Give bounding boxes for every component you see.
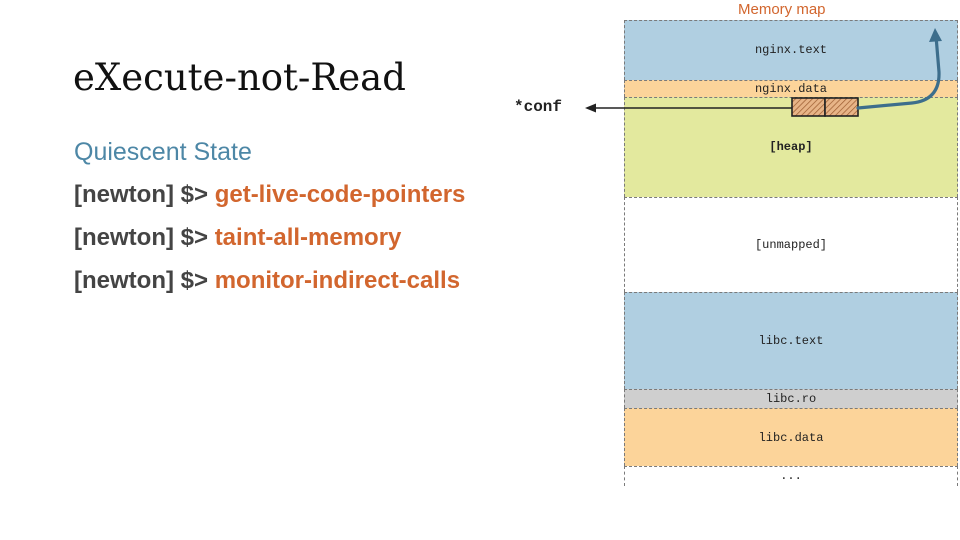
state-title: Quiescent State: [74, 138, 252, 166]
pointer-cells: [791, 97, 859, 117]
pointer-cell: [824, 97, 859, 117]
memory-segment-libc-ro: libc.ro: [624, 389, 958, 408]
command-text: get-live-code-pointers: [214, 181, 466, 208]
left-arrow-icon: [585, 103, 792, 113]
segment-label: libc.ro: [765, 392, 817, 406]
conf-pointer-label: *conf: [514, 98, 563, 116]
memory-segment-heap: [heap]: [624, 97, 958, 197]
memory-segment-unmapped: [unmapped]: [624, 197, 958, 292]
segment-label: libc.text: [758, 334, 824, 348]
command-text: monitor-indirect-calls: [214, 267, 461, 294]
pointer-cell: [791, 97, 826, 117]
segment-label: [heap]: [769, 140, 813, 154]
memory-segment-nginx-text: nginx.text: [624, 20, 958, 80]
command-line: [newton] $> get-live-code-pointers: [74, 181, 465, 209]
memory-segment-libc-data: libc.data: [624, 408, 958, 466]
command-prompt: [newton] $>: [74, 267, 209, 294]
command-line: [newton] $> taint-all-memory: [74, 224, 401, 252]
memory-segment-nginx-data: nginx.data: [624, 80, 958, 97]
memory-segment-more: ...: [624, 466, 958, 486]
segment-label: [unmapped]: [754, 238, 827, 252]
slide-title: eXecute-not-Read: [73, 56, 406, 99]
segment-label: nginx.data: [754, 82, 827, 96]
segment-label: libc.data: [758, 431, 824, 445]
memory-map: nginx.text nginx.data [heap] [unmapped] …: [624, 20, 958, 486]
segment-label: ...: [780, 469, 802, 483]
command-prompt: [newton] $>: [74, 181, 209, 208]
memory-map-heading: Memory map: [738, 1, 826, 18]
memory-segment-libc-text: libc.text: [624, 292, 958, 389]
curved-up-arrow-icon: [856, 28, 942, 110]
command-text: taint-all-memory: [214, 224, 402, 251]
command-line: [newton] $> monitor-indirect-calls: [74, 267, 460, 295]
command-prompt: [newton] $>: [74, 224, 209, 251]
segment-label: nginx.text: [754, 43, 827, 57]
